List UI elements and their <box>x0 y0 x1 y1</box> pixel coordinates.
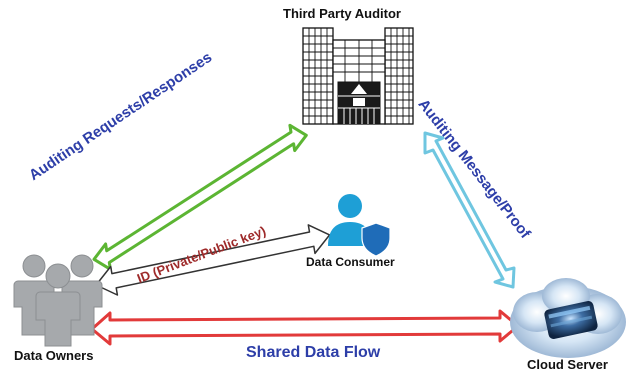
data-consumer-icon <box>328 194 391 257</box>
data-owners-icon <box>13 254 103 347</box>
auditor-label: Third Party Auditor <box>283 6 401 21</box>
cloud-label: Cloud Server <box>527 357 608 372</box>
shared-data-arrow <box>90 309 520 346</box>
auditor-building-icon <box>302 27 414 125</box>
consumer-label: Data Consumer <box>306 255 395 269</box>
owners-label: Data Owners <box>14 348 94 363</box>
id-key-arrow <box>95 224 331 296</box>
auditing-message-arrow <box>423 131 516 289</box>
cloud-server-icon <box>510 278 626 358</box>
shared-data-label: Shared Data Flow <box>246 344 381 361</box>
